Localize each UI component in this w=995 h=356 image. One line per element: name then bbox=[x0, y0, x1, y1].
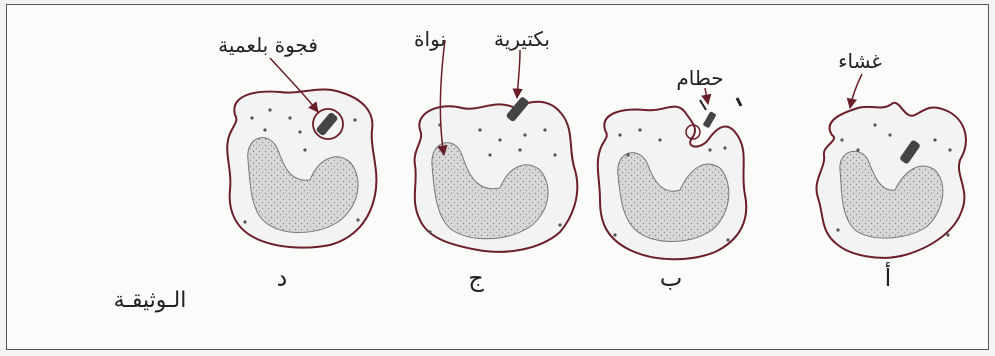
document-label: الـوثيقـة bbox=[114, 288, 187, 313]
label-bacterium: بكتيرية bbox=[494, 27, 550, 51]
cell-c-letter: ج bbox=[468, 264, 484, 292]
arrow-debris bbox=[705, 88, 708, 104]
label-membrane: غشاء bbox=[838, 49, 882, 73]
cell-b bbox=[598, 98, 746, 259]
label-nucleus: نواة bbox=[414, 27, 446, 51]
cell-c bbox=[415, 96, 578, 252]
label-phagocytic-vacuole: فجوة بلعمية bbox=[218, 33, 318, 57]
arrow-membrane bbox=[850, 74, 862, 108]
cell-b-bacterium bbox=[703, 111, 717, 128]
arrow-bacterium bbox=[517, 50, 520, 98]
cell-d bbox=[227, 89, 376, 247]
cell-a bbox=[816, 103, 965, 258]
cell-d-letter: د bbox=[277, 264, 288, 292]
cell-a-letter: أ bbox=[885, 262, 892, 292]
cell-b-letter: ب bbox=[660, 264, 683, 292]
label-debris: حطام bbox=[676, 66, 723, 90]
